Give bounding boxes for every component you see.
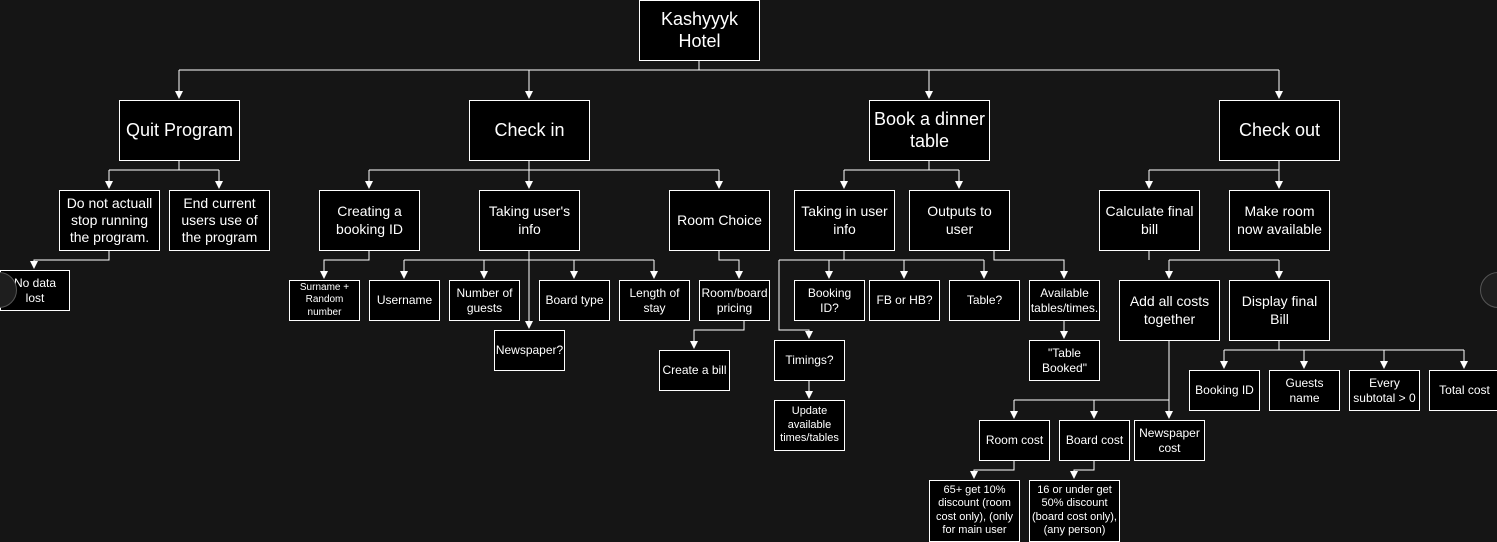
timings-node[interactable]: Timings? <box>774 340 845 381</box>
total-cost-node[interactable]: Total cost <box>1429 370 1497 411</box>
edge-room-discount <box>970 460 1015 479</box>
end-use-node[interactable]: End current users use of the program <box>169 190 270 251</box>
num-guests-node[interactable]: Number of guests <box>449 280 520 321</box>
edge-checkin-bar <box>369 160 719 171</box>
booking-id-question-node[interactable]: Booking ID? <box>794 280 865 321</box>
outputs-to-user-node[interactable]: Outputs to user <box>909 190 1010 251</box>
discount-16-node[interactable]: 16 or under get 50% discount (board cost… <box>1029 480 1120 542</box>
quit-program-node[interactable]: Quit Program <box>119 100 240 161</box>
edge-room-pricing <box>718 250 743 279</box>
discount-65-node[interactable]: 65+ get 10% discount (room cost only), (… <box>929 480 1020 542</box>
create-bill-node[interactable]: Create a bill <box>659 350 730 391</box>
available-tables-node[interactable]: Available tables/times. <box>1029 280 1100 321</box>
edge-notstop-datalost <box>30 250 110 269</box>
edge-quit-bar <box>109 160 219 171</box>
add-costs-node[interactable]: Add all costs together <box>1119 280 1220 341</box>
surname-node[interactable]: Surname + Random number <box>289 280 360 321</box>
not-stop-node[interactable]: Do not actuall stop running the program. <box>59 190 160 251</box>
edge-root-bar <box>179 60 1279 71</box>
display-final-bill-node[interactable]: Display final Bill <box>1229 280 1330 341</box>
book-dinner-node[interactable]: Book a dinner table <box>869 100 990 161</box>
booking-id-output-node[interactable]: Booking ID <box>1189 370 1260 411</box>
edge-bookingid-surname <box>320 250 370 279</box>
newspaper-node[interactable]: Newspaper? <box>494 330 565 371</box>
fb-hb-node[interactable]: FB or HB? <box>869 280 940 321</box>
edge-pricing-bill <box>690 320 745 349</box>
edge-dinner-bar <box>844 160 959 171</box>
room-board-pricing-node[interactable]: Room/board pricing <box>699 280 770 321</box>
user-info-node[interactable]: Taking user's info <box>479 190 580 251</box>
edge-outputs-available <box>993 250 1068 279</box>
make-room-available-node[interactable]: Make room now available <box>1229 190 1330 251</box>
edge-taking-bar <box>779 250 984 261</box>
room-cost-node[interactable]: Room cost <box>979 420 1050 461</box>
guests-name-node[interactable]: Guests name <box>1269 370 1340 411</box>
username-node[interactable]: Username <box>369 280 440 321</box>
root-node[interactable]: Kashyyyk Hotel <box>639 0 760 61</box>
edge-board-discount <box>1070 460 1095 479</box>
room-choice-node[interactable]: Room Choice <box>669 190 770 251</box>
length-stay-node[interactable]: Length of stay <box>619 280 690 321</box>
check-out-node[interactable]: Check out <box>1219 100 1340 161</box>
edge-calc-bar <box>1148 250 1279 261</box>
edge-userinfo-bar <box>404 250 654 261</box>
edge-display-bar <box>1224 340 1464 351</box>
board-cost-node[interactable]: Board cost <box>1059 420 1130 461</box>
edge-add-bar <box>1014 340 1170 401</box>
table-booked-node[interactable]: "Table Booked" <box>1029 340 1100 381</box>
taking-user-info-node[interactable]: Taking in user info <box>794 190 895 251</box>
board-type-node[interactable]: Board type <box>539 280 610 321</box>
newspaper-cost-node[interactable]: Newspaper cost <box>1134 420 1205 461</box>
table-question-node[interactable]: Table? <box>949 280 1020 321</box>
edge-checkout-bar <box>1149 160 1280 171</box>
update-available-node[interactable]: Update available times/tables <box>774 400 845 451</box>
create-booking-id-node[interactable]: Creating a booking ID <box>319 190 420 251</box>
check-in-node[interactable]: Check in <box>469 100 590 161</box>
edge-taking-timings <box>778 260 813 339</box>
every-subtotal-node[interactable]: Every subtotal > 0 <box>1349 370 1420 411</box>
calculate-final-bill-node[interactable]: Calculate final bill <box>1099 190 1200 251</box>
